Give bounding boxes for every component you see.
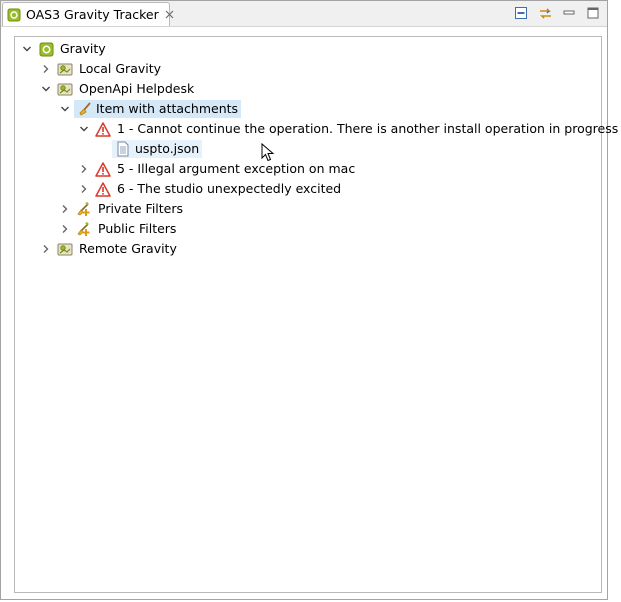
tree-node-issue-5[interactable]: 5 - Illegal argument exception on mac (15, 159, 595, 179)
tree-label-issue-6: 6 - The studio unexpectedly excited (117, 181, 342, 196)
server-icon (57, 241, 73, 257)
minimize-icon[interactable] (561, 5, 577, 21)
maximize-icon[interactable] (585, 5, 601, 21)
gravity-icon (38, 41, 54, 57)
file-icon (115, 141, 131, 157)
chevron-right-icon[interactable] (59, 223, 71, 235)
server-icon (57, 81, 73, 97)
warning-icon (95, 181, 111, 197)
view-tab-bar: OAS3 Gravity Tracker (1, 1, 607, 27)
tree-node-openapi-helpdesk[interactable]: OpenApi Helpdesk (15, 79, 595, 99)
view-toolbar (505, 5, 601, 21)
filters-icon (76, 221, 92, 237)
tree-label-issue-1: 1 - Cannot continue the operation. There… (117, 121, 619, 136)
tree-node-attachment[interactable]: uspto.json (15, 139, 595, 159)
chevron-right-icon[interactable] (78, 183, 90, 195)
warning-icon (95, 161, 111, 177)
chevron-right-icon[interactable] (78, 163, 90, 175)
tree-node-item-with-attachments[interactable]: Item with attachments (15, 99, 595, 119)
tree-panel[interactable]: Gravity Local Gravity (14, 36, 618, 593)
tree-node-private-filters[interactable]: Private Filters (15, 199, 595, 219)
tree-node-issue-1[interactable]: 1 - Cannot continue the operation. There… (15, 119, 618, 139)
chevron-right-icon[interactable] (40, 63, 52, 75)
tree-node-public-filters[interactable]: Public Filters (15, 219, 595, 239)
chevron-down-icon[interactable] (40, 83, 52, 95)
chevron-down-icon[interactable] (21, 43, 33, 55)
filters-icon (76, 201, 92, 217)
server-icon (57, 61, 73, 77)
tree-label-public-filters: Public Filters (98, 221, 177, 236)
tree-node-remote-gravity[interactable]: Remote Gravity (15, 239, 595, 259)
tree-label-gravity: Gravity (60, 41, 106, 56)
tree-label-openapi-helpdesk: OpenApi Helpdesk (79, 81, 195, 96)
tab-oas3-gravity-tracker[interactable]: OAS3 Gravity Tracker (2, 2, 174, 26)
mouse-pointer-icon (261, 142, 275, 166)
tree-label-attachment: uspto.json (112, 140, 203, 158)
link-sync-icon[interactable] (537, 5, 553, 21)
tree-node-issue-6[interactable]: 6 - The studio unexpectedly excited (15, 179, 595, 199)
tree-label-issue-5: 5 - Illegal argument exception on mac (117, 161, 356, 176)
warning-icon (95, 121, 111, 137)
tree-node-local-gravity[interactable]: Local Gravity (15, 59, 595, 79)
chevron-right-icon[interactable] (59, 203, 71, 215)
chevron-right-icon[interactable] (40, 243, 52, 255)
tree-label-local-gravity: Local Gravity (79, 61, 162, 76)
gravity-app-icon (7, 8, 21, 22)
tree-label-remote-gravity: Remote Gravity (79, 241, 177, 256)
close-icon[interactable] (165, 10, 174, 19)
tree-node-gravity[interactable]: Gravity (15, 39, 595, 59)
chevron-down-icon[interactable] (78, 123, 90, 135)
tree-label-private-filters: Private Filters (98, 201, 184, 216)
tree-label-item-with-attachments: Item with attachments (74, 100, 242, 118)
collapse-all-icon[interactable] (513, 5, 529, 21)
tab-title: OAS3 Gravity Tracker (26, 7, 159, 22)
broom-filter-icon (77, 101, 93, 117)
chevron-down-icon[interactable] (59, 103, 71, 115)
